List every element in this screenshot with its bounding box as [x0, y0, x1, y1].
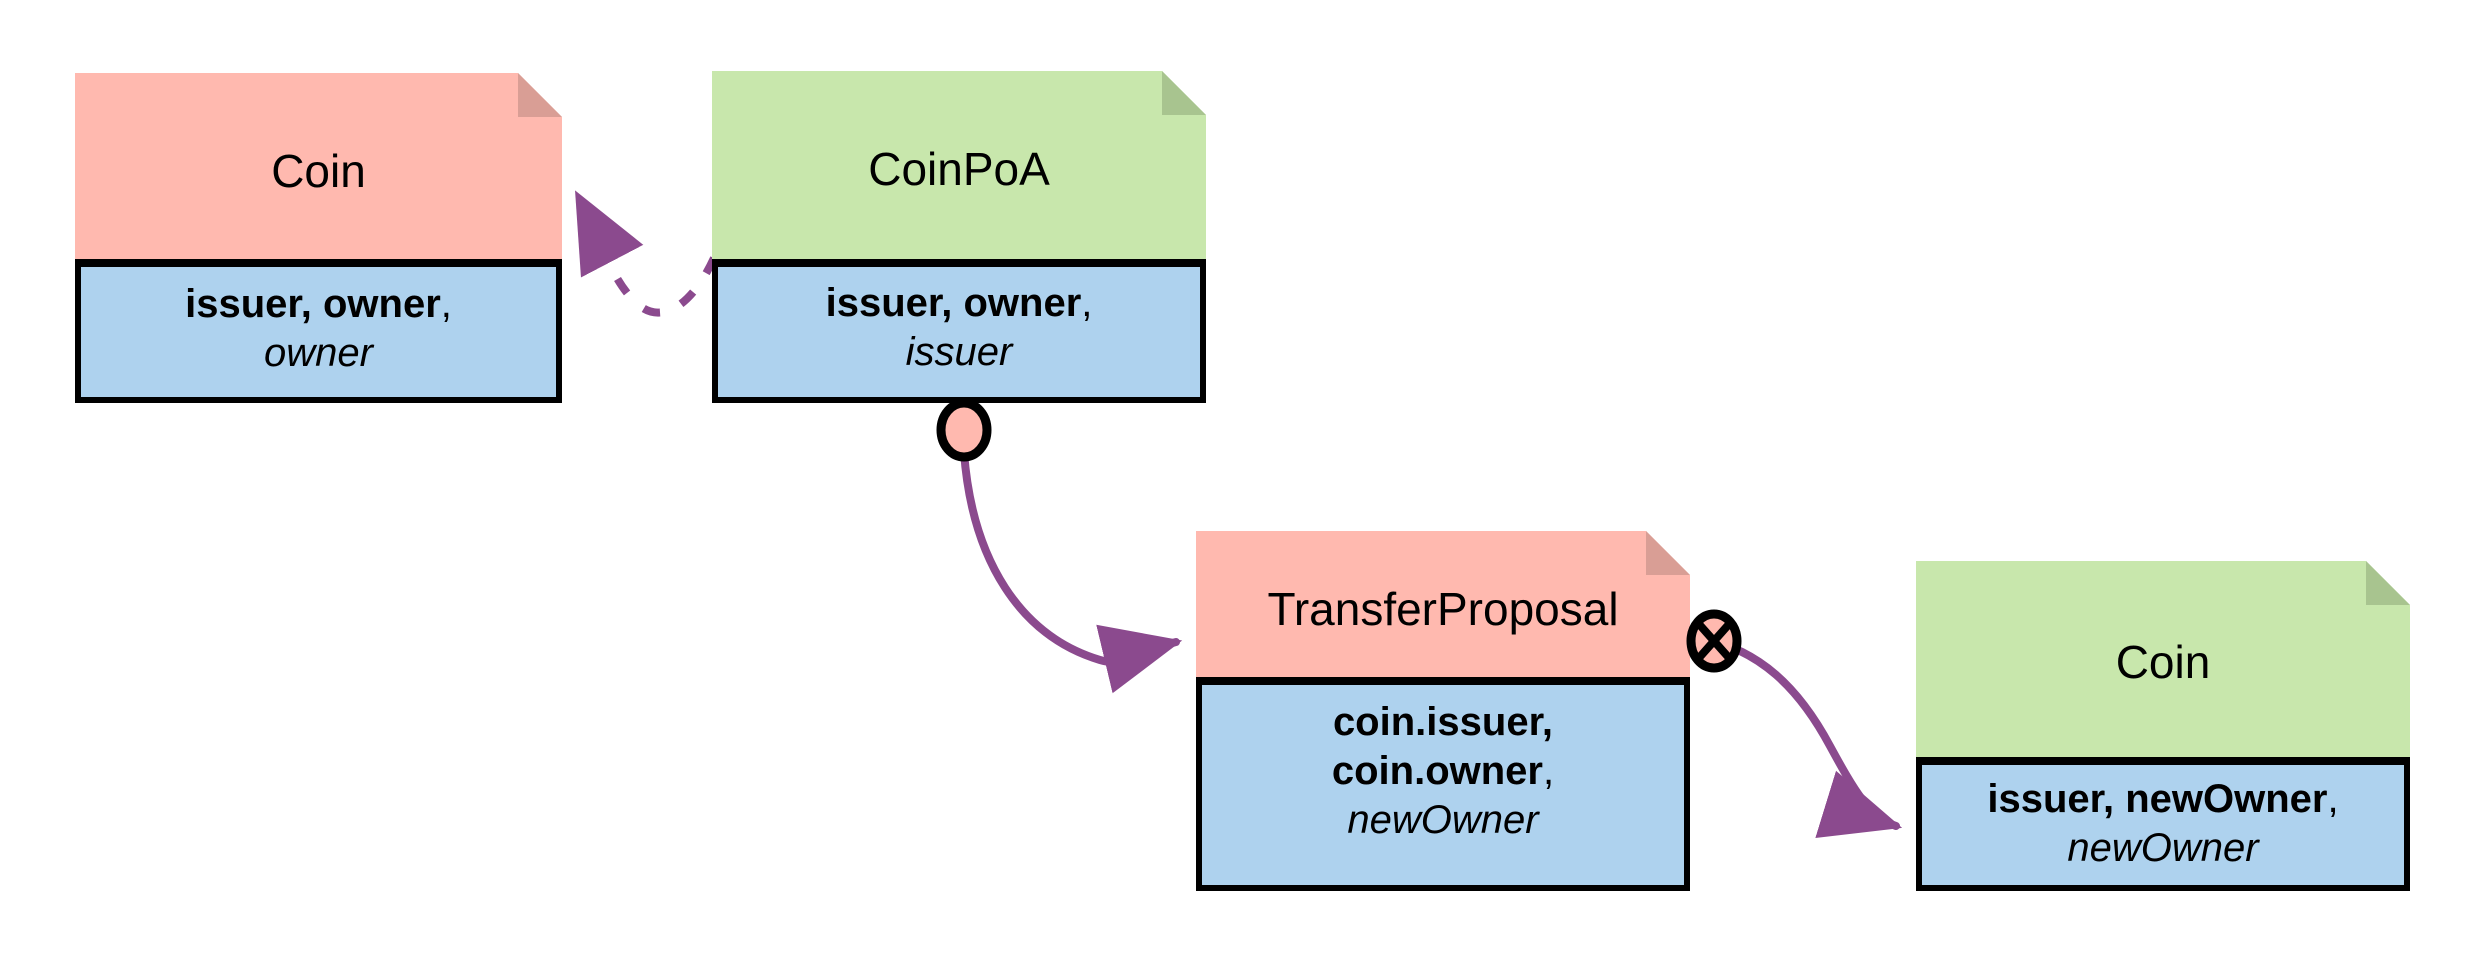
node-coin-left-shape [75, 73, 562, 403]
node-coin-left-title: Coin [271, 145, 366, 197]
edge-create-coinpoa-to-transferproposal [960, 448, 1183, 694]
node-coin-right-title: Coin [2115, 636, 2211, 688]
attr-bold-line1: coin.issuer, [1332, 700, 1554, 744]
attr-italic: issuer [905, 329, 1013, 374]
node-coin-right-shape [1916, 561, 2410, 891]
node-coinpoa-title: CoinPoA [868, 143, 1050, 195]
edge-consume-transferproposal-to-coin [1694, 634, 1903, 838]
attr-bold: issuer, owner [185, 282, 441, 326]
attr-sep: , [440, 282, 452, 326]
attr-sep: , [1081, 281, 1093, 325]
attr-bold-line2: coin.owner [1331, 748, 1543, 793]
attr-bold: issuer, owner [825, 281, 1082, 325]
attr-italic: newOwner [2067, 825, 2259, 870]
node-coinpoa-attributes: issuer, owner, issuer [712, 279, 1206, 377]
node-coinpoa[interactable]: CoinPoA issuer, owner, issuer [712, 71, 1206, 403]
node-coin-right[interactable]: Coin issuer, newOwner, newOwner [1916, 561, 2410, 891]
node-transfer-proposal-shape [1196, 531, 1690, 891]
node-coin-left[interactable]: Coin issuer, owner, owner [75, 73, 562, 403]
attr-italic: owner [264, 330, 373, 375]
node-coin-right-attributes: issuer, newOwner, newOwner [1916, 775, 2410, 873]
attr-bold: issuer, newOwner [1987, 777, 2328, 821]
filled-circle-port [936, 398, 992, 462]
node-transfer-proposal[interactable]: TransferProposal coin.issuer, coin.owner… [1196, 531, 1690, 891]
node-transfer-proposal-title: TransferProposal [1267, 583, 1619, 635]
attr-sep: , [1543, 748, 1555, 793]
node-coin-left-attributes: issuer, owner, owner [75, 280, 562, 378]
crossed-circle-port [1686, 609, 1742, 673]
node-transfer-proposal-attributes: coin.issuer, coin.owner, newOwner [1196, 698, 1690, 844]
node-coinpoa-shape [712, 71, 1206, 403]
edge-dependency-coinpoa-to-coin [574, 190, 718, 317]
attr-italic: newOwner [1347, 797, 1539, 842]
attr-sep: , [2327, 777, 2339, 821]
